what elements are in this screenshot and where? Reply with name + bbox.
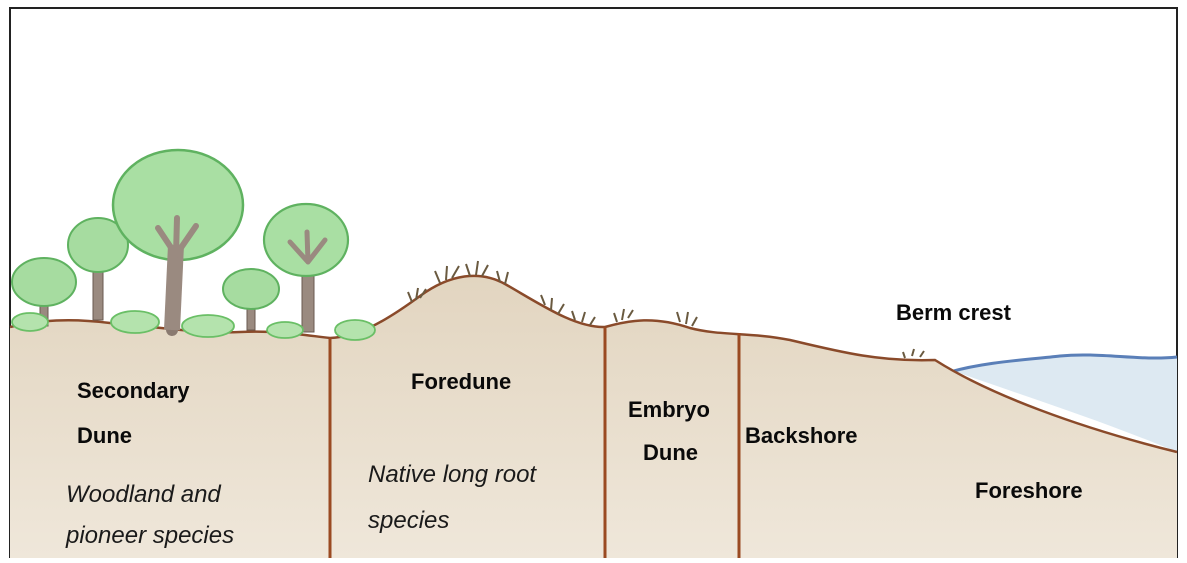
zone-title-foredune: Foredune [411, 367, 511, 397]
zone-title-foreshore: Foreshore [975, 476, 1083, 506]
zone-title-backshore: Backshore [745, 421, 858, 451]
zone-desc-foredune-line1: Native long root [368, 458, 536, 492]
zone-desc-foredune-line2: species [368, 504, 449, 538]
zone-desc-secondary-line2: pioneer species [66, 519, 234, 553]
zone-title-embryo-line1: Embryo [628, 395, 710, 425]
zone-title-secondary-line1: Secondary [77, 376, 190, 406]
zone-title-secondary-line2: Dune [77, 421, 132, 451]
zone-title-embryo-line2: Dune [643, 438, 698, 468]
zone-desc-secondary-line1: Woodland and [66, 478, 221, 512]
landmark-berm-crest: Berm crest [896, 298, 1011, 328]
